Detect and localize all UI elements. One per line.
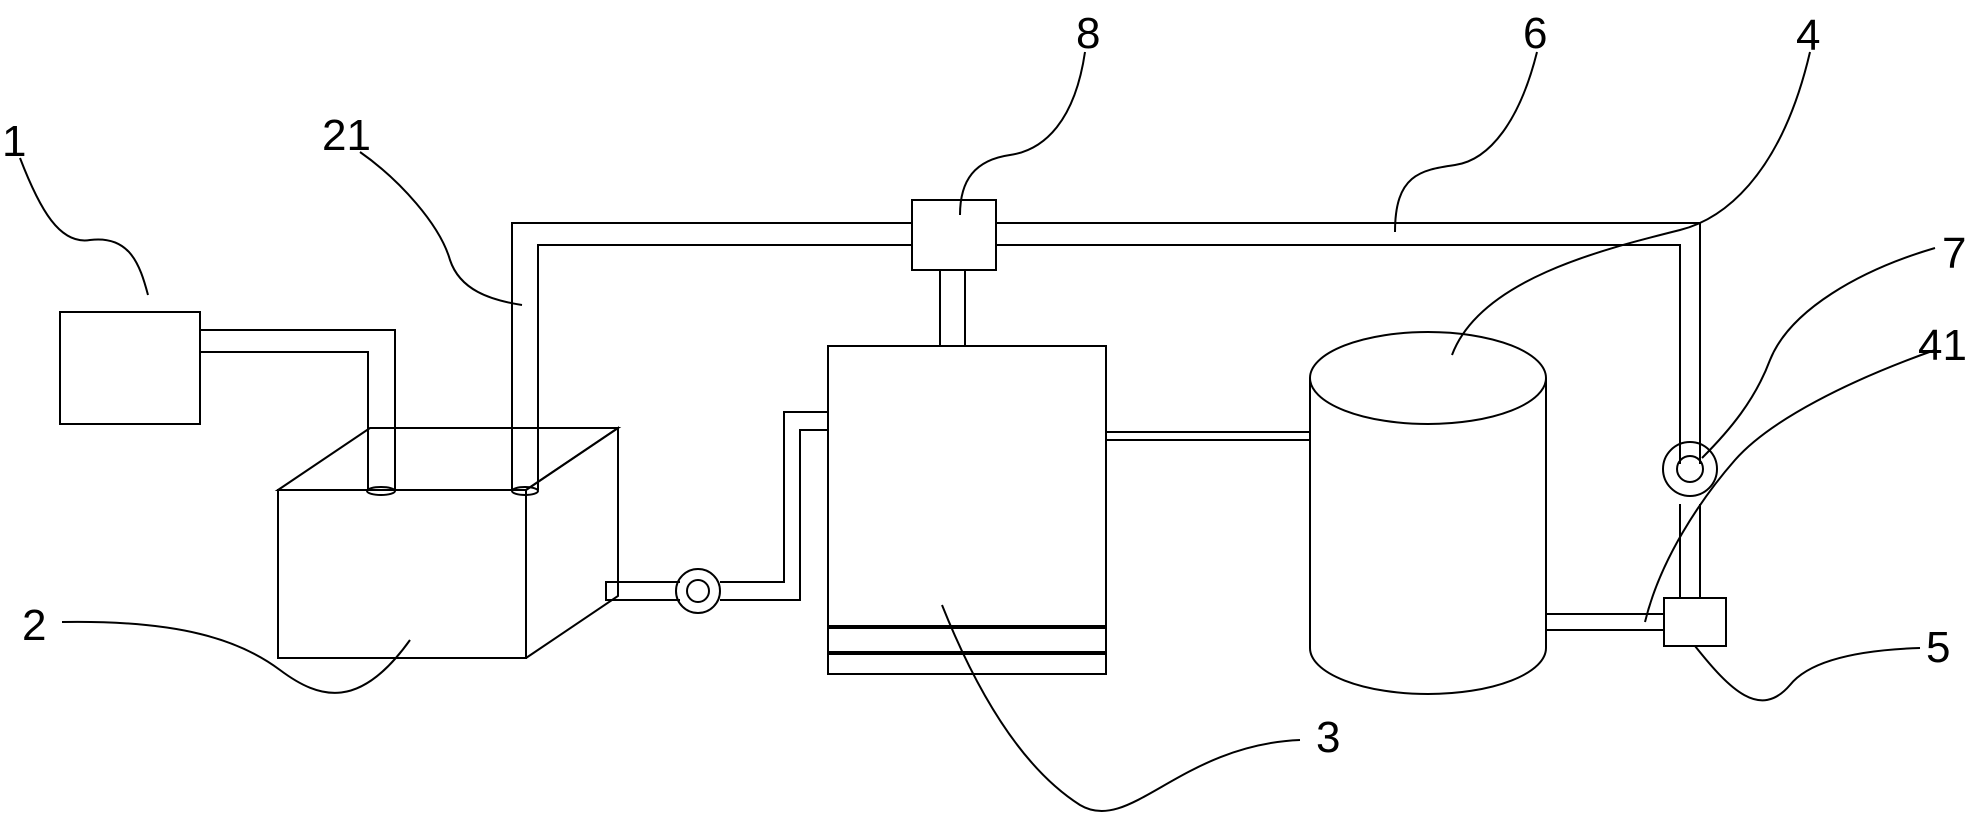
component-1-box <box>59 311 201 425</box>
leader-41 <box>1644 349 1936 623</box>
label-4: 4 <box>1796 11 1820 60</box>
leader-1 <box>19 157 149 296</box>
device-8 <box>911 199 997 346</box>
component-5-box <box>1663 597 1727 647</box>
label-21: 21 <box>322 111 371 160</box>
leader-lines <box>19 51 1936 812</box>
label-5: 5 <box>1926 623 1950 672</box>
leader-3 <box>941 604 1301 812</box>
label-8: 8 <box>1076 9 1100 58</box>
pipe-41 <box>1546 613 1664 631</box>
label-3: 3 <box>1316 713 1340 762</box>
component-7-pump <box>1662 441 1718 497</box>
pipe-2-to-3 <box>605 411 828 614</box>
leader-8 <box>959 51 1086 216</box>
label-1: 1 <box>2 117 26 166</box>
leader-2 <box>61 620 411 694</box>
leader-6 <box>1394 51 1538 233</box>
pipe-1-to-2 <box>200 329 396 398</box>
label-41: 41 <box>1918 321 1967 370</box>
label-6: 6 <box>1523 9 1547 58</box>
pipe-3-to-4 <box>1106 431 1310 441</box>
component-2-tank <box>274 398 622 659</box>
component-3-tank <box>827 345 1107 675</box>
label-2: 2 <box>22 601 46 650</box>
label-group: 1 21 2 8 3 6 4 7 41 5 <box>2 9 1967 762</box>
leader-4 <box>1451 51 1811 356</box>
component-4-cylinder <box>1309 331 1547 695</box>
leader-5 <box>1694 645 1921 702</box>
leader-7 <box>1701 247 1936 459</box>
leader-21 <box>359 151 523 306</box>
label-7: 7 <box>1942 229 1966 278</box>
